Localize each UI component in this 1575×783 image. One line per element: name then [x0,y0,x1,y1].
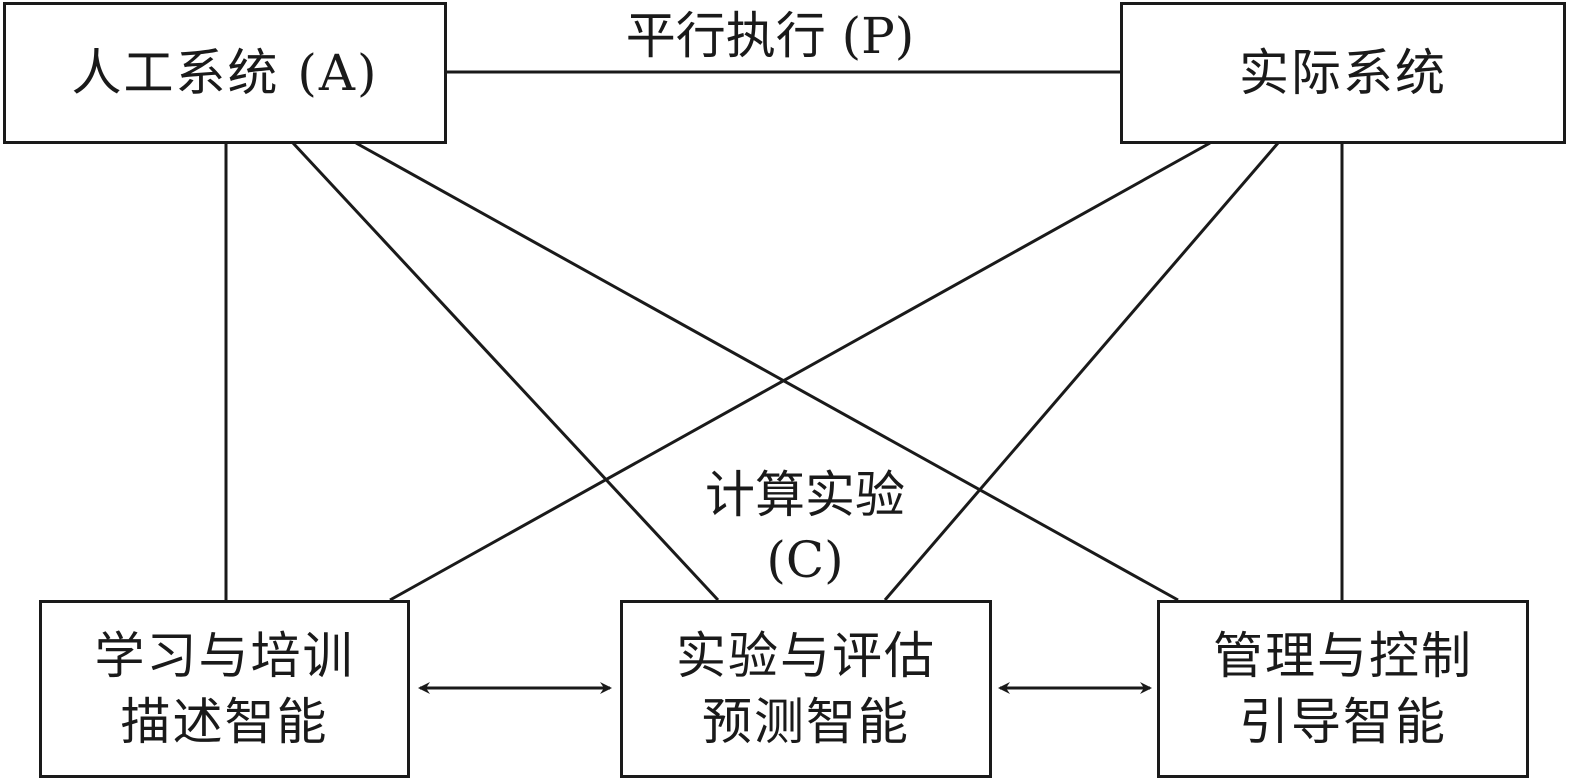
learning-training-box: 学习与培训 描述智能 [39,600,410,778]
computational-experiment-code: (C) [766,531,844,589]
management-control-title: 管理与控制 [1213,627,1473,685]
artificial-system-label: 人工系统 (A) [71,44,379,102]
management-control-subtitle: 引导智能 [1239,693,1447,751]
experiment-evaluation-subtitle: 预测智能 [702,693,910,751]
computational-experiment-label: 计算实验 [705,466,905,524]
learning-training-title: 学习与培训 [94,627,355,685]
actual-system-label: 实际系统 [1239,44,1447,102]
experiment-evaluation-title: 实验与评估 [676,627,936,685]
link-a-to-experiment [291,141,720,602]
link-a-to-management [355,141,1179,602]
management-control-box: 管理与控制 引导智能 [1157,600,1529,778]
link-actual-to-experiment [883,142,1280,601]
actual-system-box: 实际系统 [1120,2,1566,144]
experiment-evaluation-box: 实验与评估 预测智能 [620,600,992,778]
learning-training-subtitle: 描述智能 [120,693,329,751]
artificial-system-box: 人工系统 (A) [3,2,447,144]
link-actual-to-learning [389,141,1211,602]
parallel-execution-label: 平行执行 (P) [625,7,915,65]
